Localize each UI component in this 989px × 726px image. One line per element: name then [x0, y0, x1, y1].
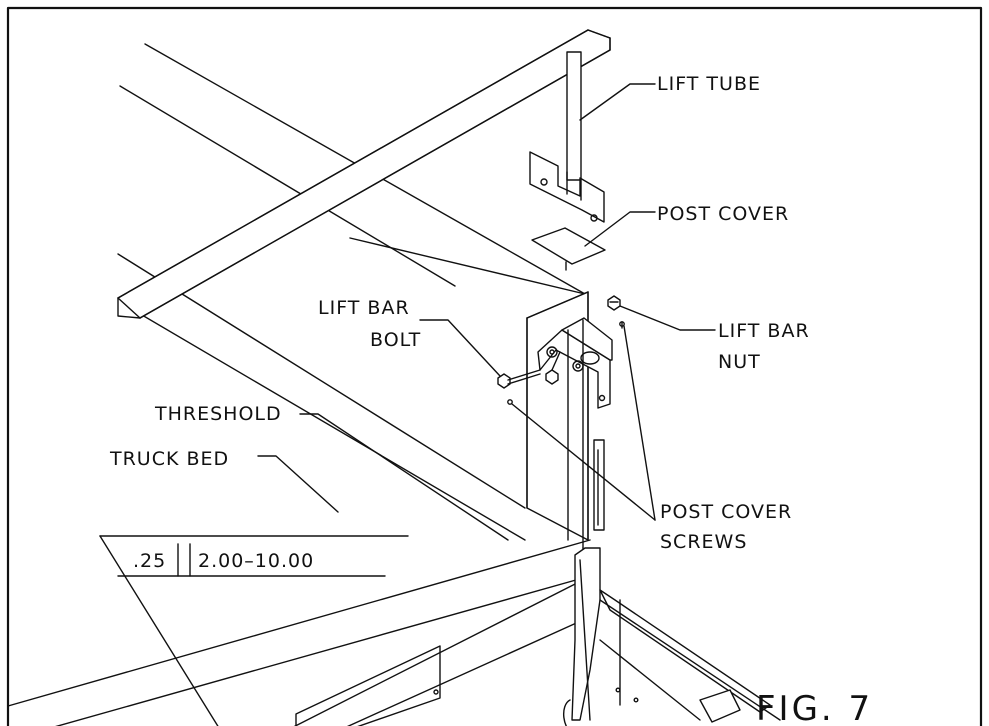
label-lift-bar-nut-1: LIFT BAR: [718, 320, 810, 342]
label-lift-bar-bolt-1: LIFT BAR: [318, 297, 410, 319]
label-post-cover-screws-2: SCREWS: [660, 531, 747, 553]
label-truck-bed: TRUCK BED: [109, 448, 229, 470]
tolerance-range: 2.00–10.00: [198, 550, 314, 572]
truck-bed-rails: [117, 43, 586, 541]
lift-bar: [117, 29, 611, 319]
hardware: [497, 295, 625, 405]
tolerance-value: .25: [133, 550, 166, 572]
bed-body: [7, 539, 591, 726]
drawing-border: [6, 6, 983, 726]
lift-tube: [529, 51, 605, 223]
gate-hinge: [563, 547, 781, 726]
label-lift-bar-nut-2: NUT: [718, 351, 761, 373]
label-lift-bar-bolt-2: BOLT: [370, 329, 421, 351]
label-lift-tube: LIFT TUBE: [657, 73, 761, 95]
tolerance-box: [99, 535, 409, 726]
label-post-cover: POST COVER: [657, 203, 789, 225]
leader-lines: [257, 83, 716, 541]
label-threshold: THRESHOLD: [154, 403, 282, 425]
post-cover: [531, 227, 606, 271]
post-bracket: [537, 317, 613, 549]
label-post-cover-screws-1: POST COVER: [660, 501, 792, 523]
figure-number: FIG. 7: [756, 689, 873, 726]
